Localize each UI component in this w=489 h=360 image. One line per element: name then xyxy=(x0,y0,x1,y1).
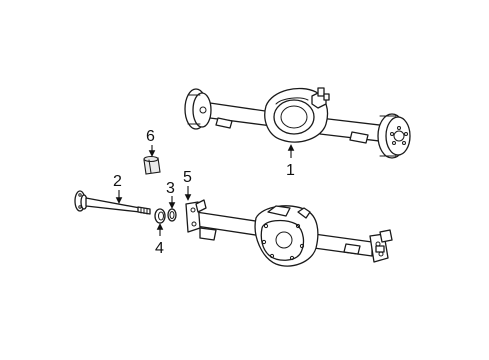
callout-4: 4 xyxy=(155,240,164,257)
axle-housing-assembly-drum-brakes xyxy=(184,87,411,159)
axle-housing-bare xyxy=(185,199,393,267)
callout-3: 3 xyxy=(166,180,175,197)
callout-5: 5 xyxy=(183,169,192,186)
callout-2: 2 xyxy=(113,173,122,190)
axle-bearing xyxy=(154,208,166,224)
callout-6: 6 xyxy=(146,128,155,145)
callout-1: 1 xyxy=(286,162,295,179)
bushing xyxy=(143,155,161,175)
axle-shaft xyxy=(74,190,151,215)
axle-seal xyxy=(167,208,177,222)
